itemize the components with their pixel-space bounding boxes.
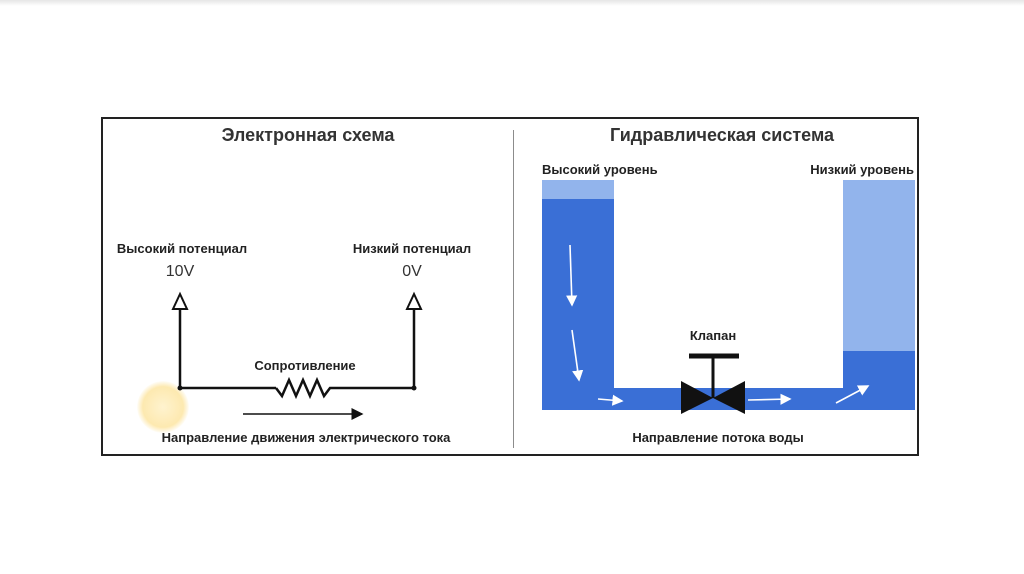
left-tank-water — [542, 199, 614, 390]
right-tank-empty — [843, 180, 915, 351]
low-potential-value: 0V — [402, 263, 422, 280]
high-level-label: Высокий уровень — [542, 162, 658, 177]
right-node — [411, 385, 417, 391]
high-potential-value: 10V — [165, 263, 195, 280]
right-tank-water — [843, 351, 915, 390]
resistor-label: Сопротивление — [254, 358, 356, 373]
circuit — [178, 310, 416, 400]
valve-symbol — [681, 353, 745, 414]
valve-label: Клапан — [689, 328, 737, 343]
right-wire — [336, 310, 416, 390]
high-potential-terminal — [171, 291, 189, 310]
hydraulic-title: Гидравлическая система — [609, 125, 835, 145]
low-potential-terminal — [405, 291, 423, 310]
current-direction-label: Направление движения электрического тока — [161, 430, 451, 445]
left-wire — [178, 310, 276, 390]
left-tank-empty — [542, 180, 614, 199]
flow-arrows — [566, 244, 870, 406]
high-potential-label: Высокий потенциал — [116, 241, 248, 256]
electronic-title: Электронная схема — [221, 125, 395, 145]
flow-direction-label: Направление потока воды — [632, 430, 804, 445]
resistor — [275, 376, 336, 400]
low-potential-label: Низкий потенциал — [352, 241, 472, 256]
section-divider — [513, 130, 514, 448]
slide-top-edge — [0, 0, 1024, 6]
low-level-label: Низкий уровень — [810, 162, 914, 177]
left-node — [177, 385, 183, 391]
